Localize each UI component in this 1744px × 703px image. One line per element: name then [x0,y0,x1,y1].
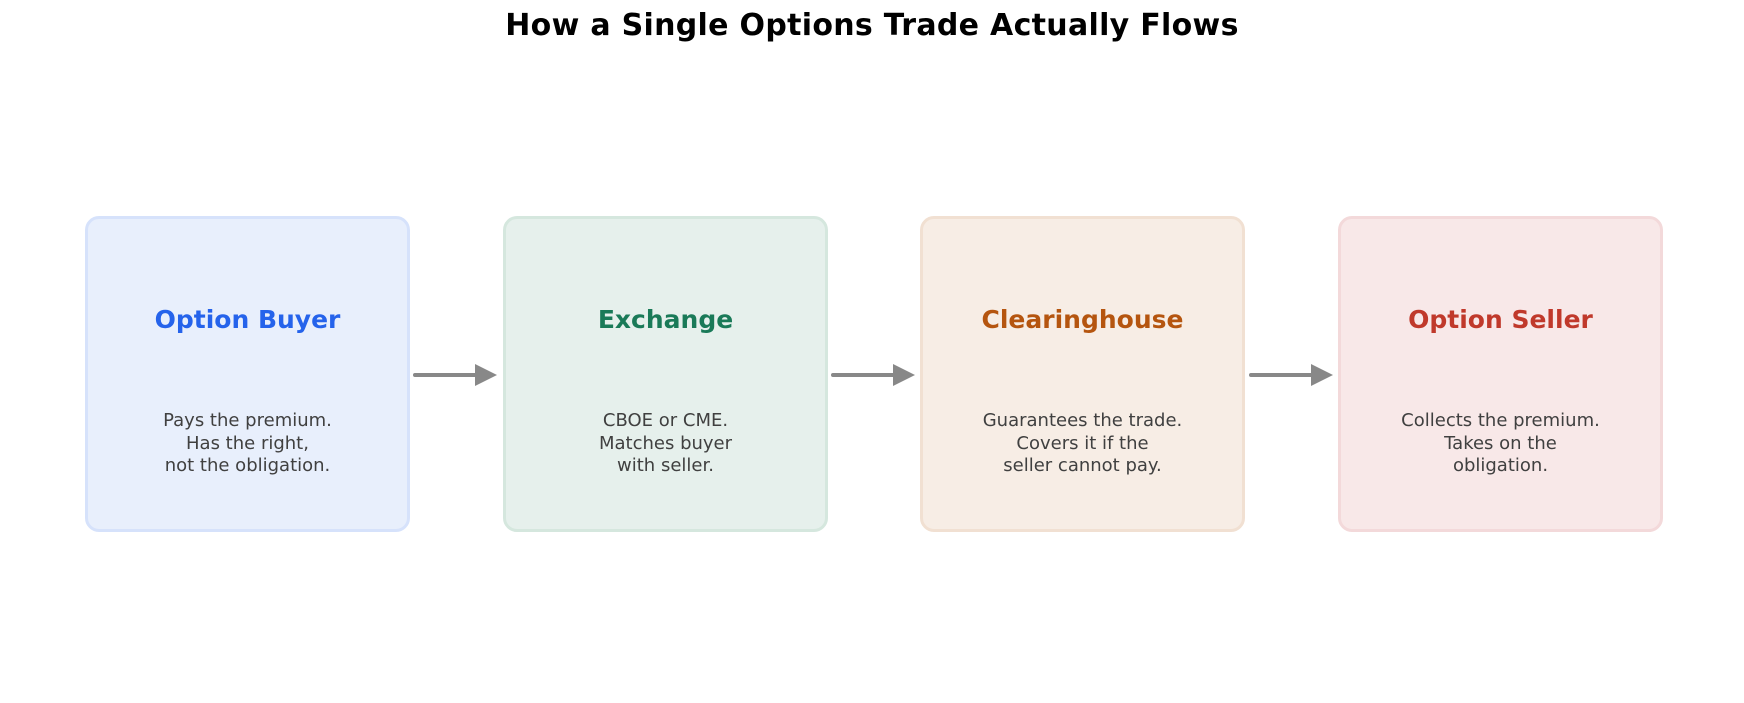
node-description-line: CBOE or CME. [602,410,729,431]
node-description-line: Pays the premium. [163,410,332,431]
arrow-buyer-to-exchange [413,364,497,386]
node-description: CBOE or CME. Matches buyer with seller. [506,410,825,478]
node-description-line: Has the right, [186,432,309,454]
node-option-buyer: Option Buyer Pays the premium. Has the r… [85,216,410,532]
node-description-line: Collects the premium. [1401,410,1600,431]
arrow-head [893,364,915,386]
node-description-line: not the obligation. [164,455,331,476]
node-description-line: Takes on the [1444,432,1557,454]
node-description-line: Guarantees the trade. [982,410,1183,431]
node-description: Pays the premium. Has the right, not the… [88,410,407,478]
node-description: Collects the premium. Takes on the oblig… [1341,410,1660,478]
node-description-line: Matches buyer [598,432,733,454]
arrow-exchange-to-clearinghouse [831,364,915,386]
node-title: Option Seller [1408,305,1593,334]
node-clearinghouse: Clearinghouse Guarantees the trade. Cove… [920,216,1245,532]
page-title: How a Single Options Trade Actually Flow… [505,8,1239,43]
node-title: Option Buyer [154,305,341,334]
node-description: Guarantees the trade. Covers it if the s… [923,410,1242,478]
arrow-head [1311,364,1333,386]
node-description-line: seller cannot pay. [1003,455,1162,476]
node-option-seller: Option Seller Collects the premium. Take… [1338,216,1663,532]
node-description-line: with seller. [617,455,714,476]
node-description-line: obligation. [1452,455,1549,476]
node-description-line: Covers it if the [1016,432,1149,454]
node-exchange: Exchange CBOE or CME. Matches buyer with… [503,216,828,532]
arrow-head [475,364,497,386]
node-title: Exchange [597,305,734,334]
node-title: Clearinghouse [981,305,1184,334]
arrow-clearinghouse-to-seller [1249,364,1333,386]
